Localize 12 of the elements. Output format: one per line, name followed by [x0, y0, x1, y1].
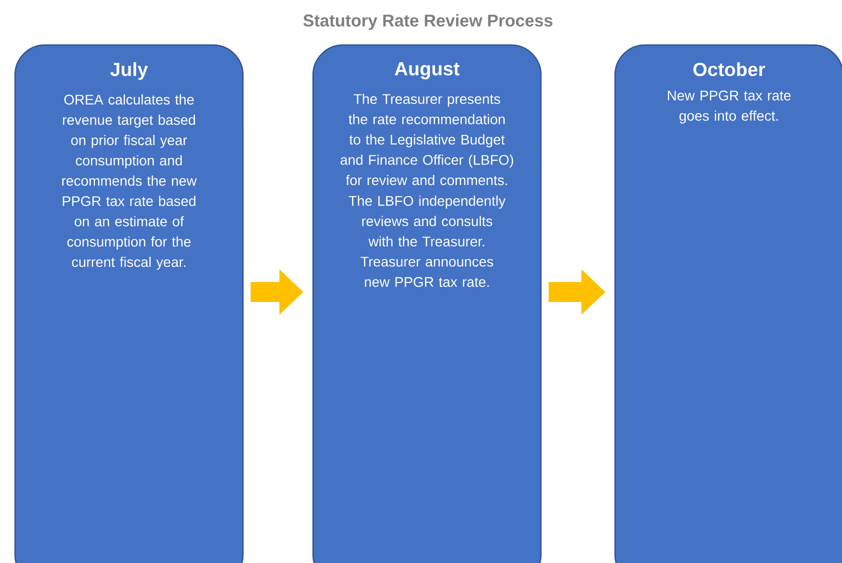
description: New PPGR tax rate goes into effect.	[668, 90, 791, 124]
description: Treasurer announces new PPGR tax rate.	[360, 256, 494, 287]
description: The Treasurer presents the rate recommendation to the Legislative Budget and Finance Officer (LBFO) for review and comments.	[340, 94, 514, 186]
month-heading: August	[394, 62, 460, 80]
description: The LBFO independently reviews and consults with the Treasurer.	[348, 196, 506, 246]
title: Statutory Rate Review Process	[303, 14, 552, 30]
month-box	[312, 44, 542, 563]
month-heading: July	[110, 62, 148, 80]
month-box	[14, 44, 244, 563]
month-box	[614, 44, 842, 563]
month-heading: October	[693, 62, 766, 76]
description: OREA calculates the revenue target based on prior fiscal year consumption and recommends the new PPGR tax rate based on an estimate of consumption for the current fiscal year.	[62, 94, 197, 270]
